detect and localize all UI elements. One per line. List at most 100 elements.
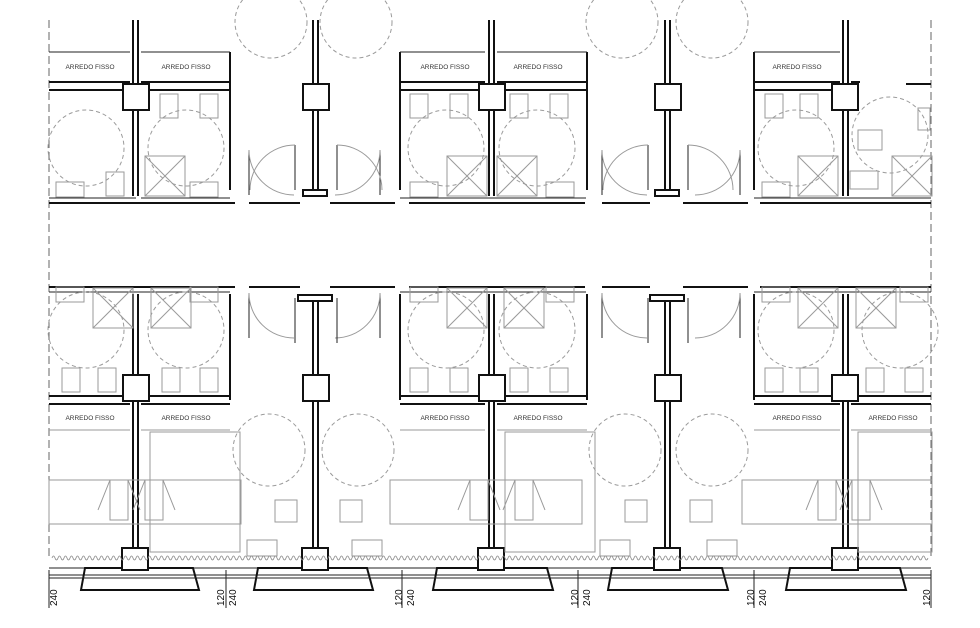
turning-circle	[675, 413, 749, 487]
desk-chair	[351, 539, 383, 557]
dimension-value: 120	[216, 589, 227, 606]
fixed-furniture-label: ARREDO FISSO	[65, 64, 114, 71]
armchair	[457, 479, 501, 521]
washbasin	[189, 286, 219, 303]
toilet	[799, 367, 819, 393]
toilet	[799, 93, 819, 119]
bidet	[857, 129, 883, 151]
fixed-furniture-label: ARREDO FISSO	[868, 415, 917, 422]
armchair	[839, 479, 883, 521]
facade-pier	[252, 567, 375, 591]
desk-chair	[706, 539, 738, 557]
dimension-value: 120	[922, 589, 933, 606]
shower-tray-cross	[446, 287, 488, 329]
washbasin	[409, 286, 439, 303]
turning-circle	[147, 291, 225, 369]
turning-circle	[585, 0, 659, 59]
dimension-value: 240	[49, 589, 60, 606]
shower-tray	[150, 287, 192, 329]
facade-pier	[784, 567, 908, 591]
washbasin	[761, 181, 791, 198]
door-swing-arc	[601, 149, 648, 196]
toilet	[904, 367, 924, 393]
turning-circle	[861, 291, 939, 369]
facade-pier	[79, 567, 201, 591]
toilet	[764, 367, 784, 393]
bed	[389, 479, 583, 525]
structural-column	[654, 374, 682, 402]
toilet	[409, 93, 429, 119]
shower-tray-cross	[797, 287, 839, 329]
door-swing-arc	[249, 144, 296, 191]
shower-tray	[797, 155, 839, 197]
turning-circle	[851, 96, 929, 174]
turning-circle	[234, 0, 308, 59]
pier-column	[121, 547, 149, 571]
toilet	[409, 367, 429, 393]
turning-circle	[588, 413, 662, 487]
bedside-table	[689, 499, 713, 523]
desk-chair	[599, 539, 631, 557]
desk-chair	[246, 539, 278, 557]
door-swing-arc	[248, 292, 295, 339]
fixed-furniture-label: ARREDO FISSO	[161, 64, 210, 71]
washbasin	[899, 286, 929, 303]
washbasin	[55, 181, 85, 198]
dimension-value: 120	[746, 589, 757, 606]
washbasin	[189, 181, 219, 198]
washbasin	[761, 286, 791, 303]
fixed-furniture-label: ARREDO FISSO	[420, 64, 469, 71]
washbasin	[917, 107, 931, 131]
turning-circle	[147, 109, 225, 187]
bedside-table	[339, 499, 363, 523]
door-swing-arc	[694, 292, 741, 339]
shower-tray-cross	[797, 155, 839, 197]
room-zone	[149, 431, 241, 553]
turning-circle	[498, 291, 576, 369]
door-swing-arc	[336, 144, 383, 191]
washbasin	[849, 170, 879, 190]
shower-tray	[144, 155, 186, 197]
toilet	[449, 93, 469, 119]
pier-column	[301, 547, 329, 571]
toilet	[105, 171, 125, 197]
toilet	[61, 367, 81, 393]
shower-tray	[503, 287, 545, 329]
shower-tray	[92, 287, 134, 329]
dimension-value: 240	[228, 589, 239, 606]
turning-circle	[407, 291, 485, 369]
fixed-furniture-label: ARREDO FISSO	[772, 64, 821, 71]
shower-tray-cross	[496, 155, 538, 197]
pier-column	[831, 547, 859, 571]
room-zone	[857, 431, 933, 553]
facade-pier	[431, 567, 555, 591]
fixed-furniture-label: ARREDO FISSO	[420, 415, 469, 422]
door-swing-arc	[334, 149, 381, 196]
washbasin	[55, 286, 85, 303]
shower-tray	[891, 155, 933, 197]
armchair	[502, 479, 546, 521]
shower-tray-cross	[150, 287, 192, 329]
column-cap	[649, 294, 685, 302]
fixed-furniture-label: ARREDO FISSO	[513, 415, 562, 422]
toilet	[97, 367, 117, 393]
toilet	[159, 93, 179, 119]
structural-column	[122, 83, 150, 111]
shower-tray	[797, 287, 839, 329]
column-cap	[297, 294, 333, 302]
door-swing-arc	[248, 149, 295, 196]
shower-tray-cross	[446, 155, 488, 197]
structural-column	[302, 83, 330, 111]
shower-tray-cross	[855, 287, 897, 329]
door-swing-arc	[602, 144, 649, 191]
toilet	[449, 367, 469, 393]
structural-column	[831, 83, 859, 111]
washbasin	[409, 181, 439, 198]
pier-column	[477, 547, 505, 571]
shower-tray-cross	[92, 287, 134, 329]
turning-circle	[757, 291, 835, 369]
turning-circle	[319, 0, 393, 59]
door-swing-arc	[334, 292, 381, 339]
